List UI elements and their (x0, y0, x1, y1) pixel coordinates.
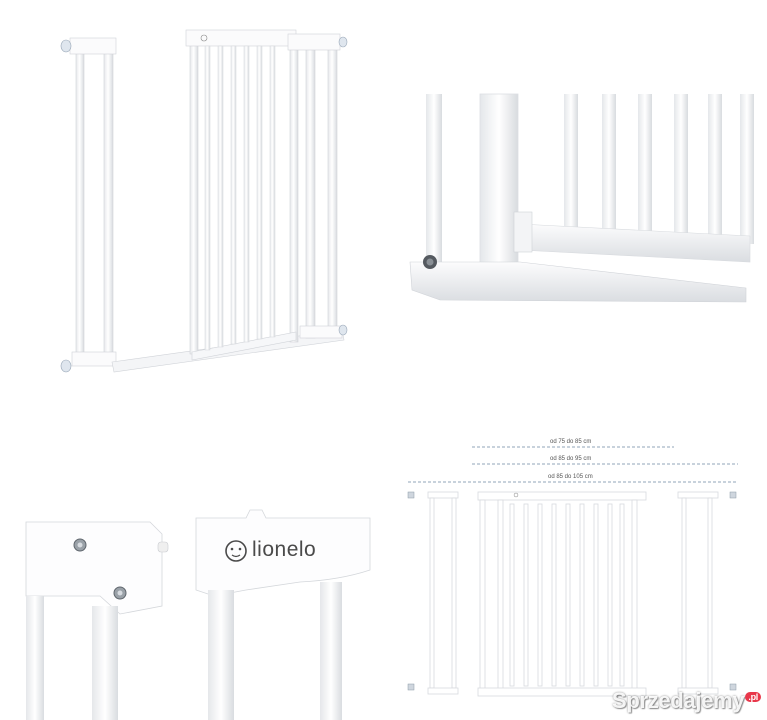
pressure-bolt-icon (60, 39, 72, 53)
gate-illustration (60, 29, 348, 373)
dimension-label-3: od 85 do 105 cm (548, 474, 593, 480)
pressure-bolt-icon (60, 359, 72, 373)
pressure-bolt-icon (407, 683, 415, 691)
dimension-label-1: od 75 do 85 cm (550, 439, 592, 445)
brand-logo-text: lionelo (252, 538, 317, 561)
lionelo-logo-icon (513, 492, 519, 498)
dimension-label-2: od 85 do 95 cm (550, 456, 592, 462)
bottom-corner-closeup-panel (400, 0, 767, 400)
top-corner-illustration (25, 509, 371, 720)
watermark: Sprzedajemy.pl (612, 688, 761, 714)
pressure-bolt-icon (338, 324, 348, 336)
watermark-text: Sprzedajemy (611, 688, 745, 713)
pressure-bolt-icon (729, 683, 737, 691)
gate-bars (204, 45, 276, 351)
corner-closeup-illustration (409, 93, 754, 303)
dimension-diagram-panel: od 75 do 85 cm od 85 do 95 cm od 85 do 1… (400, 400, 767, 720)
pressure-bolt-icon (729, 491, 737, 499)
lionelo-logo-icon (200, 34, 208, 42)
pressure-bolt-icon (407, 491, 415, 499)
pressure-bolt-icon (338, 36, 348, 48)
top-corner-closeup-panel: lionelo (0, 400, 400, 720)
lionelo-logo-icon (225, 540, 247, 562)
watermark-badge: .pl (745, 691, 761, 702)
dimension-diagram (407, 446, 738, 697)
gate-photo-panel (0, 0, 400, 400)
